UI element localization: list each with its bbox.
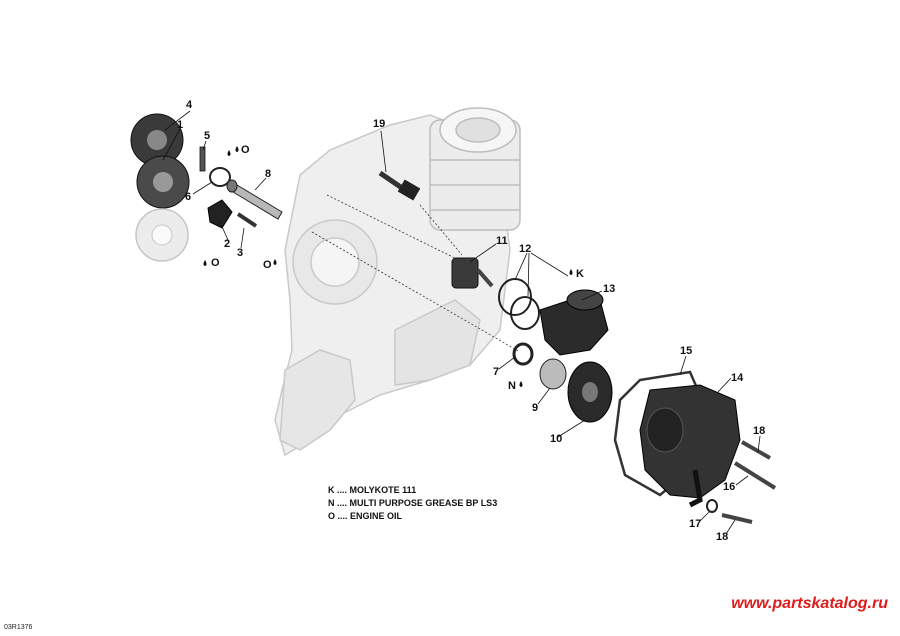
elbow-part-13 — [539, 289, 609, 356]
seal-part-2 — [207, 199, 233, 229]
callout-10: 10 — [550, 433, 562, 445]
callout-9: 9 — [532, 402, 538, 414]
callout-4: 4 — [186, 99, 193, 111]
callout-3: 3 — [237, 247, 243, 259]
callout-5: 5 — [204, 130, 210, 142]
callout-2: 2 — [224, 238, 230, 250]
o-ring-part-12a — [498, 278, 532, 316]
callout-16: 16 — [723, 481, 735, 493]
legend-row-k: K .... MOLYKOTE 111 — [328, 485, 417, 495]
diagram-reference-code: 03R1376 — [4, 624, 33, 631]
oil-droplet-icon — [273, 259, 277, 265]
gear-assembly — [130, 113, 190, 262]
seal-ring-part-7 — [512, 342, 534, 366]
legend-row-n: N .... MULTI PURPOSE GREASE BP LS3 — [328, 498, 498, 508]
impeller-part-10 — [567, 361, 613, 423]
callout-8: 8 — [265, 168, 271, 180]
callout-7: 7 — [493, 366, 499, 378]
callout-1: 1 — [177, 119, 183, 131]
lubricant-legend: K .... MOLYKOTE 111 N .... MULTI PURPOSE… — [328, 484, 497, 523]
lube-marks: O O O K N — [203, 144, 584, 392]
thermostat-part-11 — [451, 257, 494, 289]
bolt-part-3 — [236, 212, 258, 228]
lube-mark-o-top: O — [241, 144, 250, 156]
bolt-part-16 — [733, 461, 777, 490]
lube-mark-o-left-bottom: O — [211, 257, 220, 269]
callout-18-bottom: 18 — [716, 531, 728, 543]
bearing-part-9 — [539, 358, 567, 390]
callout-15: 15 — [680, 345, 692, 357]
grease-droplet-icon — [569, 269, 573, 275]
lube-mark-k: K — [576, 268, 584, 280]
gasket-part-15 — [613, 370, 702, 497]
oil-droplet-icon — [203, 260, 207, 266]
lube-mark-n: N — [508, 380, 516, 392]
oil-droplet-icon — [235, 146, 239, 152]
leader-lines — [162, 110, 761, 535]
o-ring-part-6 — [209, 167, 231, 187]
shaft-part-8 — [226, 179, 283, 220]
lube-mark-o-center: O — [263, 259, 272, 271]
pump-housing-part-14 — [639, 384, 741, 508]
oil-droplet-icon — [227, 150, 231, 156]
bolt-part-18b — [721, 513, 753, 524]
bolt-part-18a — [741, 440, 771, 460]
callout-14: 14 — [731, 372, 744, 384]
legend-row-o: O .... ENGINE OIL — [328, 511, 403, 521]
callout-19: 19 — [373, 118, 385, 130]
callout-18-top: 18 — [753, 425, 765, 437]
sensor-part-19 — [378, 170, 421, 201]
grease-droplet-icon — [519, 381, 523, 387]
callout-13: 13 — [603, 283, 615, 295]
callout-11: 11 — [496, 235, 508, 247]
callout-12: 12 — [519, 243, 531, 255]
callout-6: 6 — [185, 191, 191, 203]
callout-labels: 4 1 5 6 8 2 3 19 11 12 13 7 9 10 15 14 1… — [177, 99, 765, 543]
o-ring-part-12b — [510, 296, 540, 330]
pin-part-5 — [199, 146, 206, 172]
washer-part-17 — [706, 499, 718, 513]
cylinder-housing — [429, 107, 521, 231]
watermark-link[interactable]: www.partskatalog.ru — [731, 595, 888, 612]
callout-17: 17 — [689, 518, 701, 530]
